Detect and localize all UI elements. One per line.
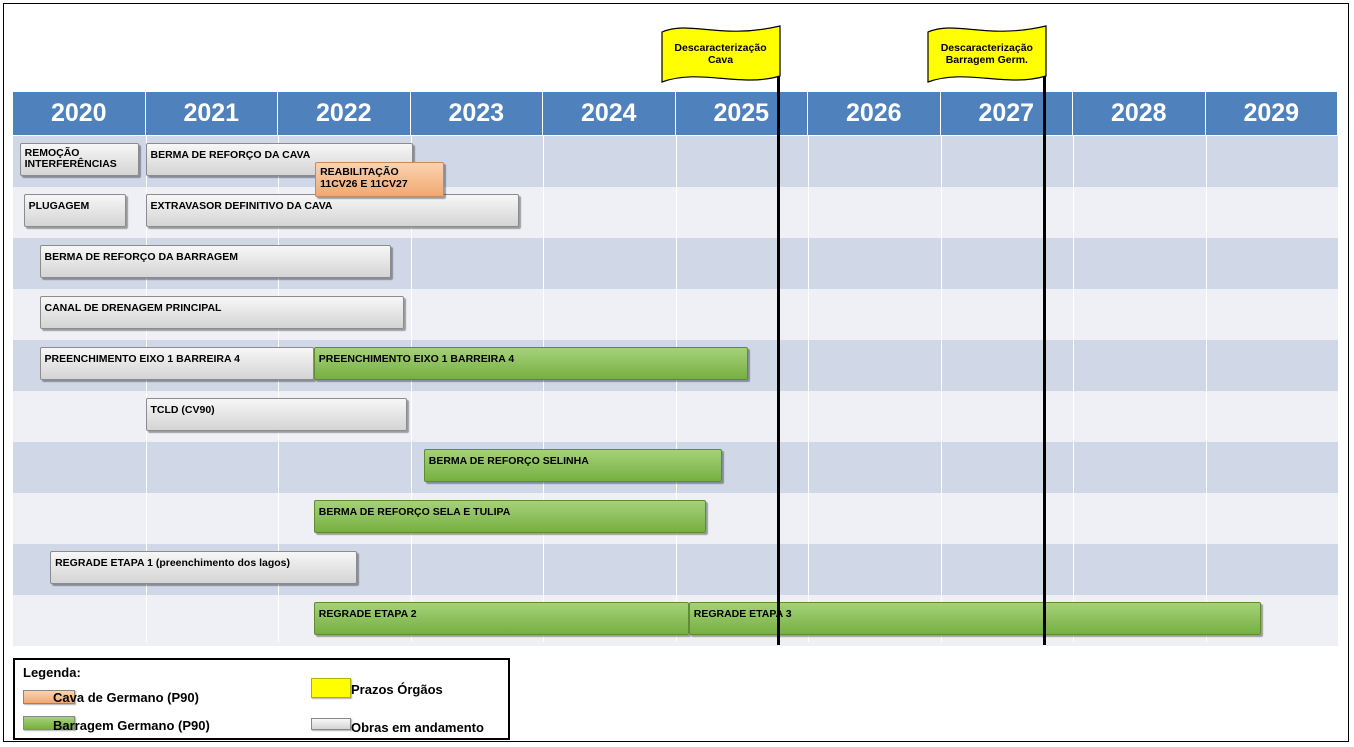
year-label-2023: 2023 — [410, 92, 543, 135]
task-bar-obra: PLUGAGEM — [23, 194, 126, 227]
grid-line — [941, 136, 942, 642]
year-label-2025: 2025 — [675, 92, 808, 135]
year-label-2029: 2029 — [1205, 92, 1338, 135]
grid-line — [808, 136, 809, 642]
year-label-2028: 2028 — [1073, 92, 1206, 135]
task-bar-obra: CANAL DE DRENAGEM PRINCIPAL — [39, 296, 404, 329]
legend-swatch-prazos — [311, 678, 351, 698]
milestone-label-line2: Barragem Germ. — [945, 54, 1028, 66]
flag-icon — [660, 25, 781, 83]
legend-label-cava: Cava de Germano (P90) — [53, 690, 199, 705]
year-label-2026: 2026 — [808, 92, 941, 135]
legend-swatch-barragem — [23, 716, 75, 730]
grid-line — [146, 136, 147, 642]
legend-label-prazos: Prazos Órgãos — [351, 682, 443, 697]
grid-line — [543, 136, 544, 642]
grid-line — [1073, 136, 1074, 642]
year-label-2022: 2022 — [278, 92, 411, 135]
grid-line — [278, 136, 279, 642]
task-bar-obra: REMOÇÃO INTERFERÊNCIAS — [19, 143, 139, 176]
chart-frame — [3, 3, 1349, 742]
milestone-label-line1: Descaracterização — [674, 42, 767, 54]
task-bar-barragem: PREENCHIMENTO EIXO 1 BARREIRA 4 — [313, 347, 749, 380]
grid-line — [411, 136, 412, 642]
milestone-label-line1: Descaracterização — [940, 42, 1033, 54]
task-bar-obra: TCLD (CV90) — [145, 398, 407, 431]
legend-label-obras: Obras em andamento — [351, 720, 484, 735]
flag-icon — [927, 25, 1047, 83]
task-bar-barragem: BERMA DE REFORÇO SELINHA — [423, 449, 722, 482]
year-label-2021: 2021 — [145, 92, 278, 135]
task-bar-barragem: REGRADE ETAPA 3 — [688, 602, 1262, 635]
year-label-2020: 2020 — [13, 92, 146, 135]
milestone-line — [1042, 72, 1046, 645]
task-bar-barragem: REGRADE ETAPA 2 — [313, 602, 689, 635]
legend-title: Legenda: — [23, 665, 81, 680]
year-label-2024: 2024 — [543, 92, 676, 135]
task-bar-obra: REGRADE ETAPA 1 (preenchimento dos lagos… — [50, 551, 358, 584]
task-bar-obra: EXTRAVASOR DEFINITIVO DA CAVA — [145, 194, 520, 227]
legend: Legenda: Cava de Germano (P90) Barragem … — [13, 658, 510, 740]
milestone-label-line2: Cava — [707, 54, 734, 66]
task-bar-obra: BERMA DE REFORÇO DA BARRAGEM — [39, 245, 391, 278]
legend-label-barragem: Barragem Germano (P90) — [53, 718, 210, 733]
legend-swatch-cava — [23, 690, 75, 704]
grid-line — [1206, 136, 1207, 642]
year-label-2027: 2027 — [940, 92, 1073, 135]
task-bar-barragem: BERMA DE REFORÇO SELA E TULIPA — [313, 500, 706, 533]
milestone-line — [776, 72, 780, 645]
legend-swatch-obras — [311, 718, 351, 730]
task-bar-obra: PREENCHIMENTO EIXO 1 BARREIRA 4 — [39, 347, 314, 380]
task-bar-cava: REABILITAÇÃO 11CV26 E 11CV27 — [315, 162, 444, 197]
grid-line — [676, 136, 677, 642]
task-bar-obra: BERMA DE REFORÇO DA CAVA — [145, 143, 414, 176]
